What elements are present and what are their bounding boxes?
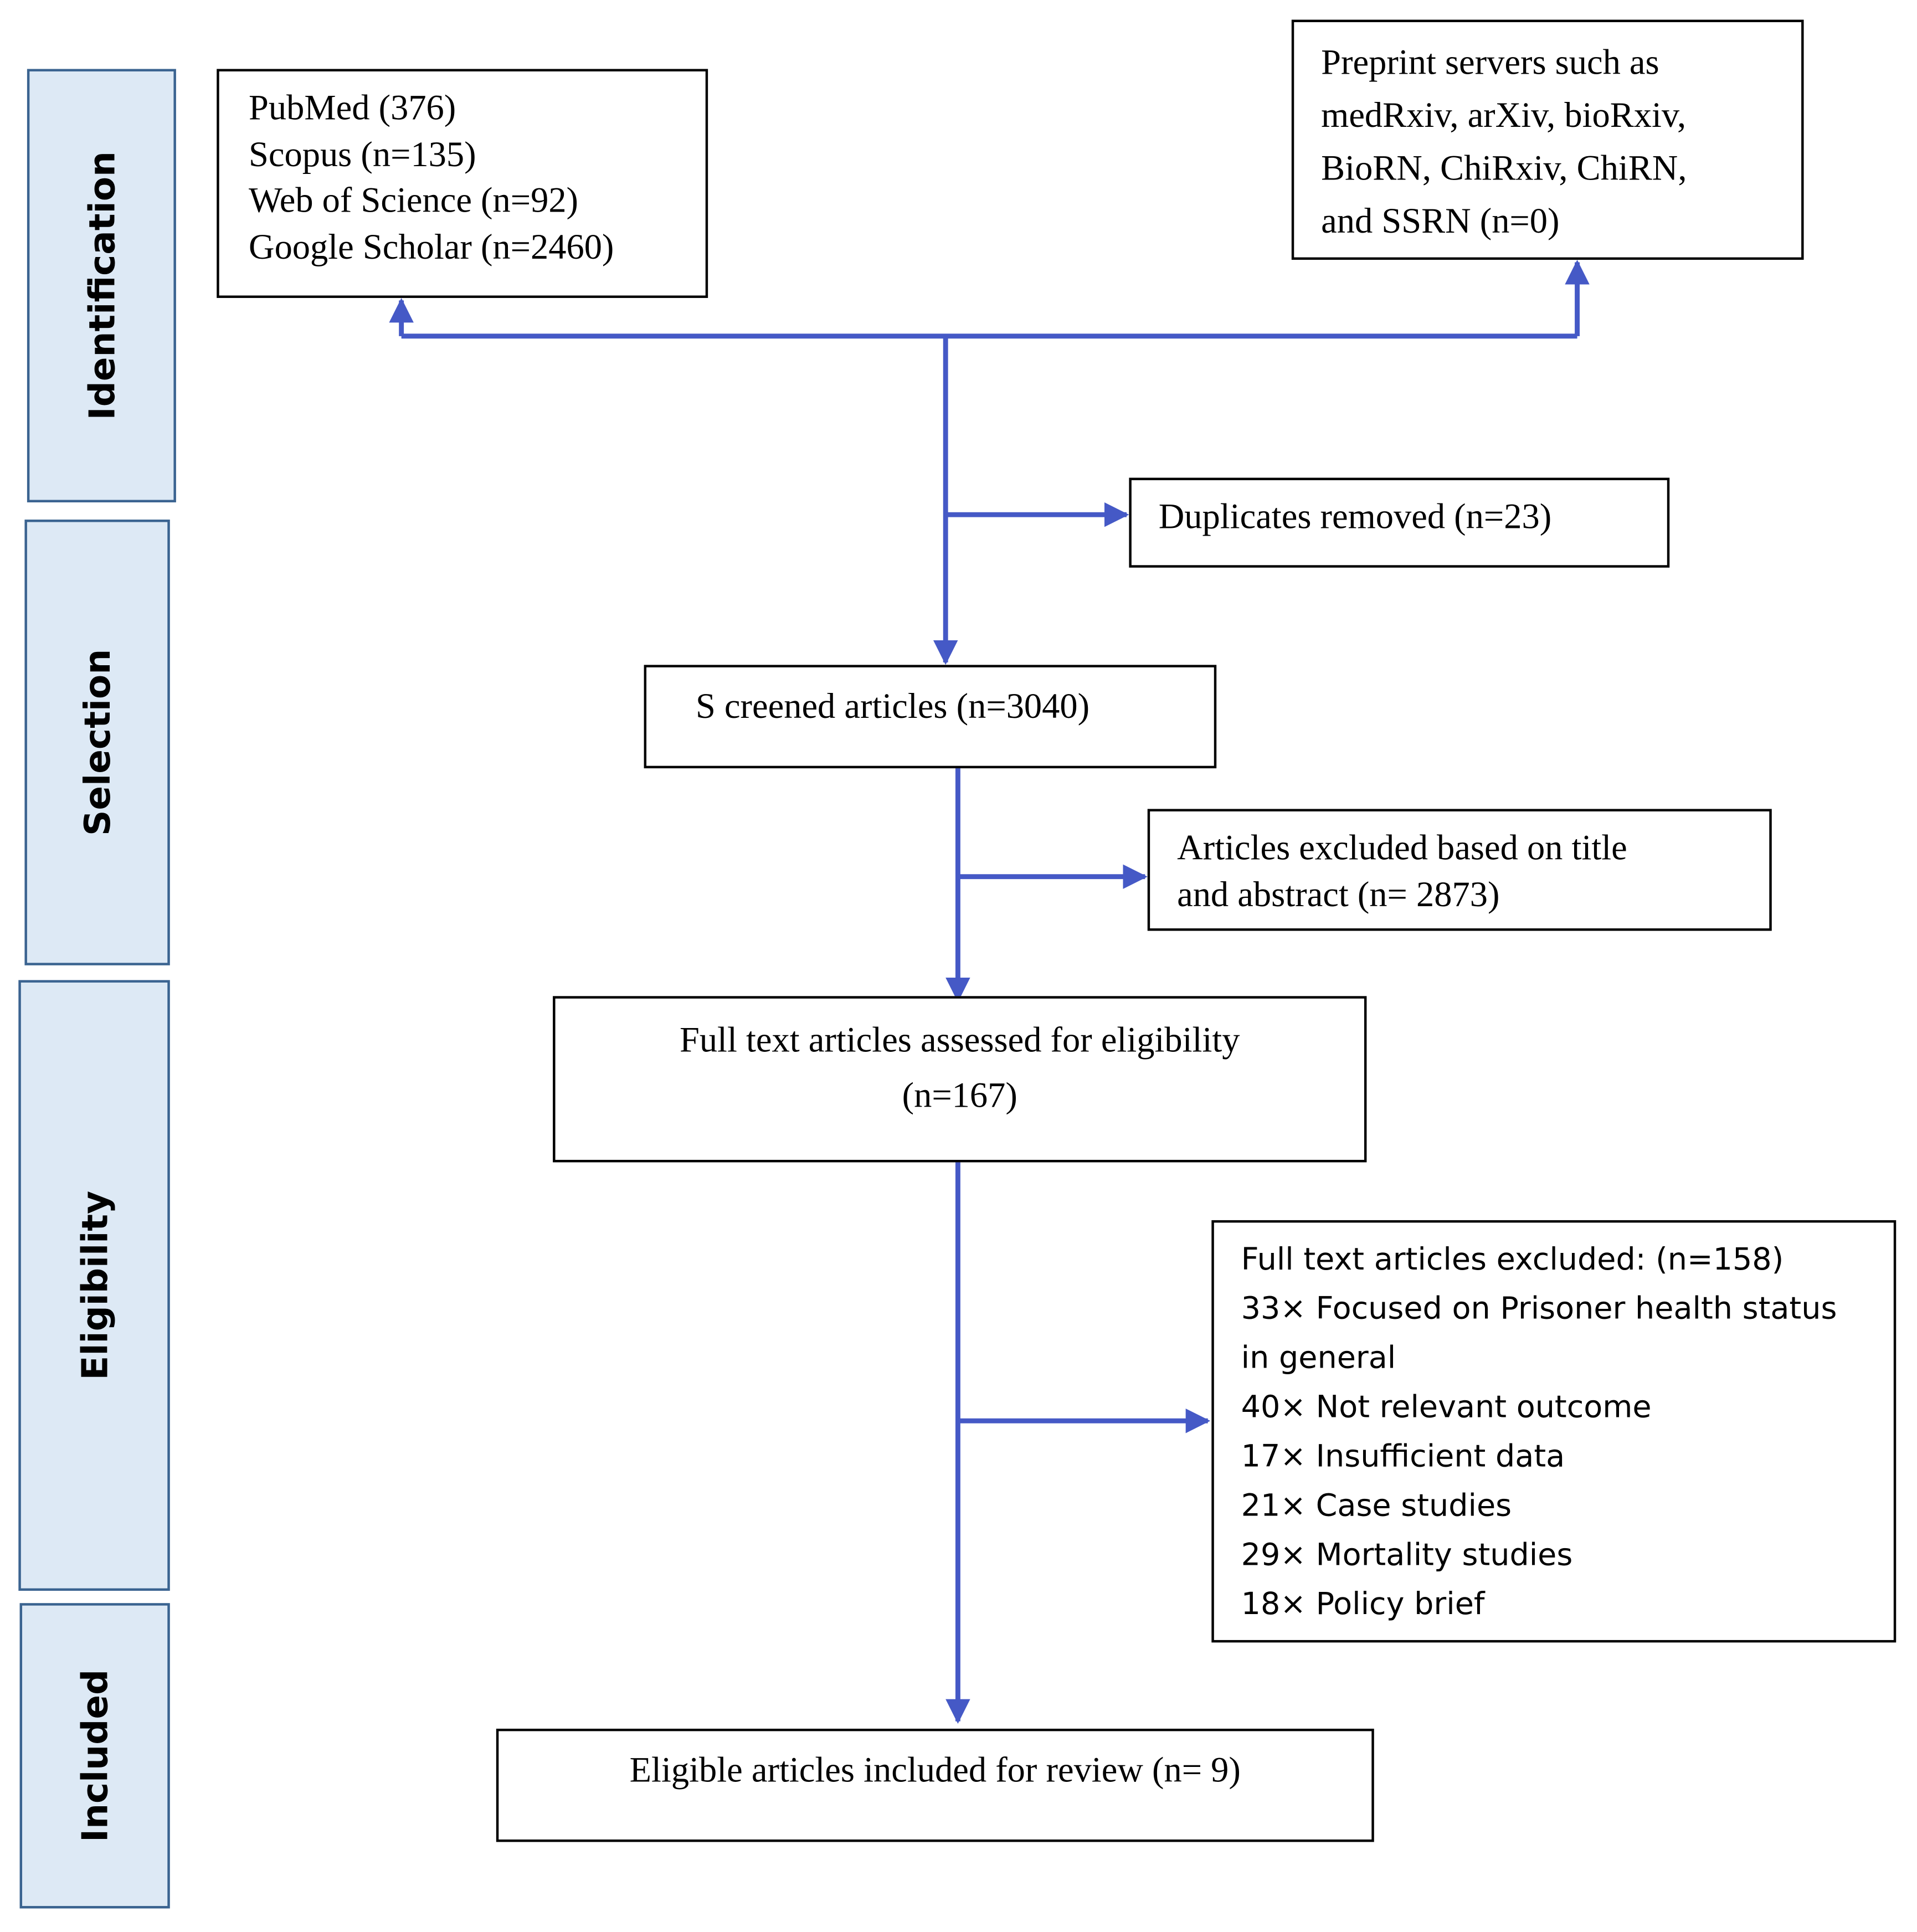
databases-line: Scopus (n=135) [249, 135, 476, 174]
excluded-title-abstract-line: and abstract (n= 2873) [1177, 875, 1500, 914]
excluded-title-abstract-line: Articles excluded based on title [1177, 829, 1627, 869]
included-review-text: Eligible articles included for review (n… [629, 1750, 1241, 1791]
duplicates-box: Duplicates removed (n=23) [1129, 477, 1670, 568]
fulltext-excluded-line: 33× Focused on Prisoner health status [1241, 1290, 1837, 1327]
databases-line: Web of Science (n=92) [249, 181, 579, 221]
screened-text: S creened articles (n=3040) [695, 687, 1090, 727]
fulltext-excluded-line: 17× Insufficient data [1241, 1438, 1565, 1474]
screened-box: S creened articles (n=3040) [644, 665, 1217, 769]
fulltext-assessed-line: (n=167) [902, 1076, 1017, 1116]
phase-selection: Selection [24, 520, 170, 965]
preprints-line: medRxiv, arXiv, bioRxiv, [1321, 96, 1687, 136]
preprints-line: and SSRN (n=0) [1321, 201, 1560, 242]
fulltext-assessed-box: Full text articles assessed for eligibil… [553, 996, 1367, 1163]
phase-identification: Identification [27, 69, 176, 502]
fulltext-assessed-line: Full text articles assessed for eligibil… [679, 1020, 1240, 1060]
phase-eligibility: Eligibility [18, 980, 170, 1591]
databases-line: Google Scholar (n=2460) [249, 228, 614, 268]
fulltext-excluded-line: 40× Not relevant outcome [1241, 1389, 1652, 1425]
fulltext-excluded-box: Full text articles excluded: (n=158) 33×… [1211, 1220, 1897, 1643]
fulltext-excluded-line: 21× Case studies [1241, 1487, 1512, 1523]
databases-line: PubMed (376) [249, 89, 456, 129]
preprints-box: Preprint servers such as medRxiv, arXiv,… [1291, 19, 1804, 260]
phase-included: Included [19, 1603, 170, 1909]
preprints-line: Preprint servers such as [1321, 43, 1659, 83]
fulltext-excluded-line: 18× Policy brief [1241, 1586, 1485, 1622]
fulltext-excluded-line: Full text articles excluded: (n=158) [1241, 1241, 1784, 1277]
fulltext-excluded-line: 29× Mortality studies [1241, 1537, 1573, 1573]
databases-box: PubMed (376) Scopus (n=135) Web of Scien… [217, 69, 708, 298]
preprints-line: BioRN, ChiRxiv, ChiRN, [1321, 148, 1687, 188]
excluded-title-abstract-box: Articles excluded based on title and abs… [1147, 809, 1772, 931]
fulltext-excluded-line: in general [1241, 1339, 1396, 1375]
duplicates-text: Duplicates removed (n=23) [1158, 497, 1552, 537]
included-review-box: Eligible articles included for review (n… [496, 1728, 1374, 1842]
